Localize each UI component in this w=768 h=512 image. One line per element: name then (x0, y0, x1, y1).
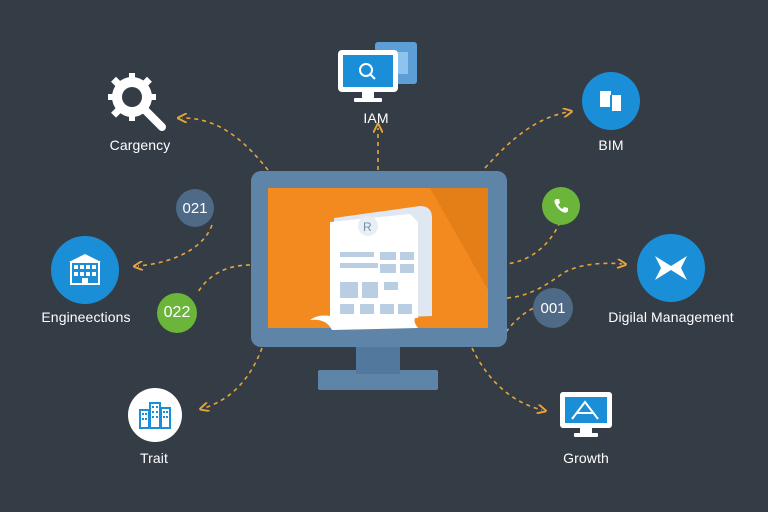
bowtie-icon (655, 256, 687, 280)
node-label-engineections: Engineections (41, 309, 131, 325)
node-label-bim: BIM (598, 137, 624, 153)
digital-management-node-circle (637, 234, 705, 302)
report-document-icon: R (310, 206, 432, 330)
connector-digital (506, 263, 622, 299)
phone-badge (542, 187, 580, 225)
node-label-digital-management: Digilal Management (608, 309, 734, 325)
doc-mark: R (363, 220, 372, 234)
city-buildings-icon (139, 402, 171, 429)
connector-trait (204, 347, 263, 408)
documents-icon (600, 91, 621, 111)
engineections-node-circle (51, 236, 119, 304)
connector-growth (471, 347, 542, 410)
connector-phone (504, 221, 561, 265)
node-label-trait: Trait (140, 450, 168, 466)
node-label-iam: IAM (363, 110, 389, 126)
connector-bim (484, 112, 568, 169)
phone-icon (554, 199, 568, 213)
connector-cargency (182, 118, 269, 171)
trait-node-circle (128, 388, 182, 442)
badge-001: 001 (533, 288, 573, 328)
bim-node-circle (582, 72, 640, 130)
building-icon (69, 254, 101, 285)
connector-engine (197, 264, 251, 293)
badge-022: 022 (157, 293, 197, 333)
connector-001 (505, 307, 535, 333)
node-label-growth: Growth (563, 450, 609, 466)
badge-021: 021 (176, 189, 214, 227)
node-label-cargency: Cargency (109, 137, 171, 153)
